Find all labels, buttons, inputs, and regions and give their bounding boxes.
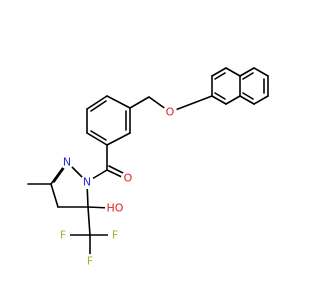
molecule-diagram: N N O O HO F F F bbox=[27, 67, 269, 268]
bond bbox=[53, 167, 65, 183]
bond bbox=[214, 92, 226, 100]
ether-oxygen: O bbox=[163, 105, 177, 119]
ether-oxygen-label: O bbox=[166, 106, 175, 119]
bond bbox=[239, 67, 255, 77]
carbonyl-oxygen-label: O bbox=[124, 172, 133, 185]
ring-nitrogen-a: N bbox=[60, 155, 74, 169]
hydroxyl-label: HO bbox=[107, 202, 124, 215]
fluorine-3-label: F bbox=[112, 229, 118, 242]
bond bbox=[242, 72, 254, 80]
bond bbox=[214, 72, 226, 80]
fluorine-1: F bbox=[56, 228, 70, 242]
bond bbox=[106, 132, 131, 146]
fluorine-1-label: F bbox=[60, 229, 66, 242]
bond bbox=[50, 183, 59, 208]
fluorine-2: F bbox=[83, 254, 97, 268]
bond bbox=[87, 206, 91, 236]
bond bbox=[211, 95, 227, 105]
ring-nitrogen-b: N bbox=[80, 175, 94, 189]
hydroxyl: HO bbox=[105, 200, 125, 216]
bond bbox=[129, 96, 150, 109]
bond bbox=[90, 130, 107, 141]
fluorine-2-label: F bbox=[87, 255, 93, 268]
bond bbox=[225, 67, 241, 77]
bond bbox=[253, 67, 269, 77]
ring-nitrogen-b-label: N bbox=[83, 176, 91, 189]
fluorine-3: F bbox=[108, 228, 122, 242]
bond bbox=[86, 132, 108, 146]
bond bbox=[86, 95, 108, 110]
carbonyl-oxygen: O bbox=[121, 171, 135, 185]
atom-labels: N N O O HO F F F bbox=[56, 105, 177, 268]
bond bbox=[225, 95, 241, 105]
bond bbox=[253, 95, 269, 105]
bond bbox=[211, 67, 227, 77]
bond bbox=[169, 95, 213, 113]
bond bbox=[106, 95, 131, 109]
bond bbox=[242, 92, 254, 100]
bond bbox=[90, 100, 107, 112]
bond bbox=[239, 95, 255, 105]
ring-nitrogen-a-label: N bbox=[63, 156, 71, 169]
